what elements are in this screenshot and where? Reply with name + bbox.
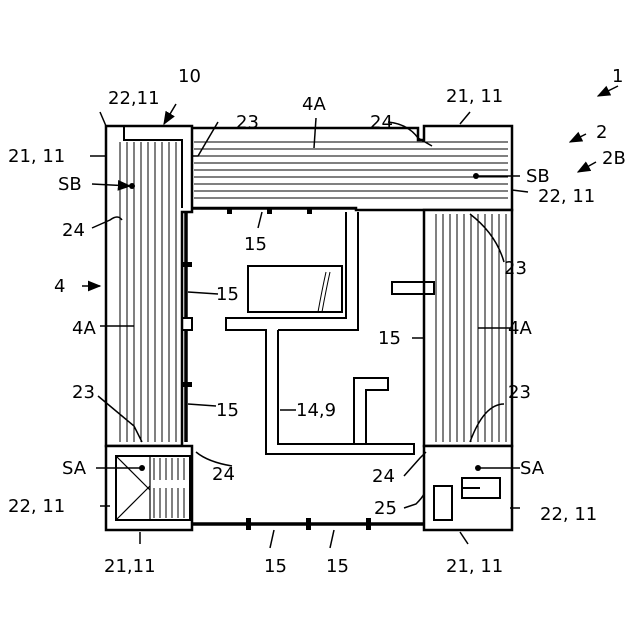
label-wall-left-lower: 15	[216, 400, 239, 421]
label-slab-right: 4A	[508, 318, 532, 339]
label-column-top-right: 24	[370, 112, 393, 133]
slab-left	[106, 126, 192, 446]
corner-unit-bottom-right	[424, 446, 512, 530]
label-partition: 14,9	[296, 400, 336, 421]
label-slab-top: 4A	[302, 94, 326, 115]
label-wall-bottom-right: 15	[326, 556, 349, 577]
label-wall-top: 15	[244, 234, 267, 255]
label-unit-b: 2B	[602, 148, 626, 169]
label-bottom-left-side: 22, 11	[8, 496, 65, 517]
label-sb-right: SB	[526, 166, 550, 187]
label-column-left-upper: 24	[62, 220, 85, 241]
label-beam-left-lower: 23	[72, 382, 95, 403]
label-stair-box: 25	[374, 498, 397, 519]
label-unit: 2	[596, 122, 607, 143]
label-building: 1	[612, 66, 623, 87]
label-sa-left: SA	[62, 458, 87, 479]
label-bottom-left-corner: 21,11	[104, 556, 156, 577]
label-column-left-lower: 24	[212, 464, 235, 485]
label-column-right-lower: 24	[372, 466, 395, 487]
slab-top	[190, 126, 512, 210]
label-sb-left: SB	[58, 174, 82, 195]
label-bottom-right-corner: 21, 11	[446, 556, 503, 577]
label-left-upper-side: 21, 11	[8, 146, 65, 167]
label-wall-left-upper: 15	[216, 284, 239, 305]
label-beam-top-left: 23	[236, 112, 259, 133]
label-top-left-corner: 22,11	[108, 88, 160, 109]
label-beam-right-lower: 23	[508, 382, 531, 403]
label-sa-right: SA	[520, 458, 545, 479]
label-frame-unit: 4	[54, 276, 65, 297]
label-top-right-corner: 21, 11	[446, 86, 503, 107]
label-wall-bottom-left: 15	[264, 556, 287, 577]
equipment-box	[248, 266, 342, 312]
label-bottom-right-side: 22, 11	[540, 504, 597, 525]
corner-unit-bottom-left	[106, 446, 192, 530]
label-right-upper-side: 22, 11	[538, 186, 595, 207]
label-wall-right: 15	[378, 328, 401, 349]
label-beam-right-upper: 23	[504, 258, 527, 279]
label-slab-left: 4A	[72, 318, 96, 339]
label-frame: 10	[178, 66, 201, 87]
